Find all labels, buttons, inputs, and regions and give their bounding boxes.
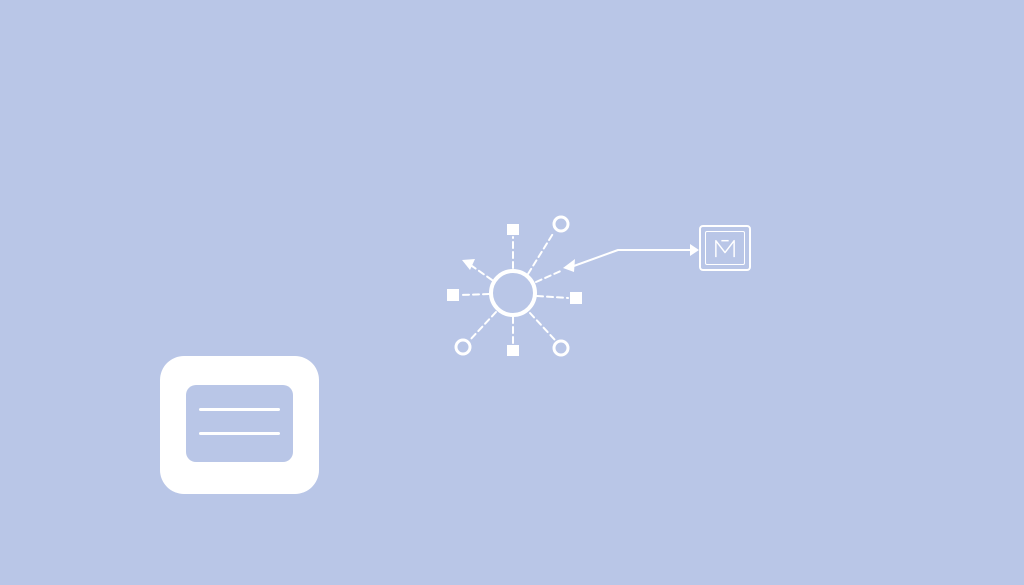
edge-hub-right [536,295,569,299]
node-bottom [507,345,519,356]
document-card-panel [186,385,293,462]
edge-hub-midright [535,269,564,283]
document-card-icon [160,356,319,494]
document-card-line [199,432,280,435]
edge-hub-bottom-left [468,311,497,342]
edge-hub-top-left [471,265,493,281]
mailbox-icon-frame [705,231,745,265]
node-left [447,289,459,301]
arrowhead-midright [563,259,575,272]
node-bottom-left [454,338,472,356]
document-card-line [199,408,280,411]
node-top-right [552,215,570,233]
node-right [570,292,582,304]
node-bottom-right [552,339,570,357]
arrowhead-top-left [462,259,475,270]
arrowhead-target [690,244,699,256]
edge-target-connector [570,249,691,268]
node-top [507,224,519,235]
mailbox-icon [699,225,751,271]
hub-node [489,269,537,317]
edge-hub-bottom-right [529,312,556,341]
edge-hub-left [460,293,490,296]
edge-hub-top-right [527,231,555,275]
mailbox-glyph [715,239,735,258]
